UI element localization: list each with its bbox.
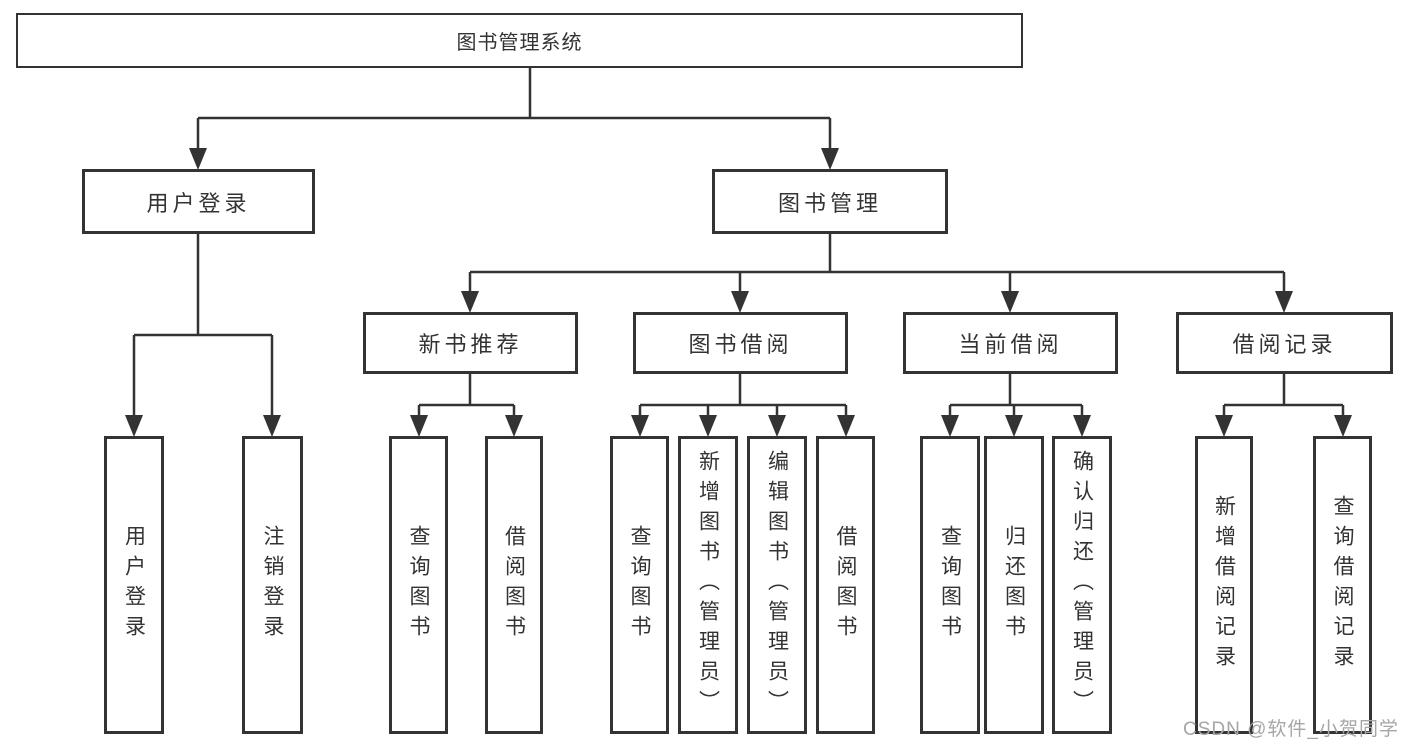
leaf-edit-books-admin: 编辑图书（管理员） [747,436,807,734]
leaf-borrow-books-recommend: 借阅图书 [485,436,543,734]
node-root: 图书管理系统 [16,13,1023,68]
leaf-borrow-books: 借阅图书 [816,436,875,734]
node-book-management: 图书管理 [712,169,948,234]
node-book-borrow: 图书借阅 [633,312,848,374]
leaf-user-login: 用户登录 [104,436,164,734]
leaf-return-books: 归还图书 [984,436,1044,734]
watermark: CSDN @软件_小贺同学 [1183,719,1399,740]
leaf-query-books-current: 查询图书 [920,436,980,734]
leaf-query-books-borrow: 查询图书 [610,436,669,734]
leaf-confirm-return-admin: 确认归还（管理员） [1052,436,1112,734]
leaf-add-borrow-record: 新增借阅记录 [1195,436,1253,734]
node-new-book-recommend: 新书推荐 [363,312,578,374]
node-current-borrow: 当前借阅 [903,312,1118,374]
node-borrow-records: 借阅记录 [1176,312,1393,374]
tree-edges [132,68,1345,418]
leaf-logout: 注销登录 [242,436,303,734]
leaf-query-borrow-record: 查询借阅记录 [1313,436,1372,734]
node-user-login: 用户登录 [82,169,315,234]
leaf-query-books-recommend: 查询图书 [389,436,448,734]
arrowhead-icons [125,148,1352,437]
leaf-add-books-admin: 新增图书（管理员） [678,436,738,734]
